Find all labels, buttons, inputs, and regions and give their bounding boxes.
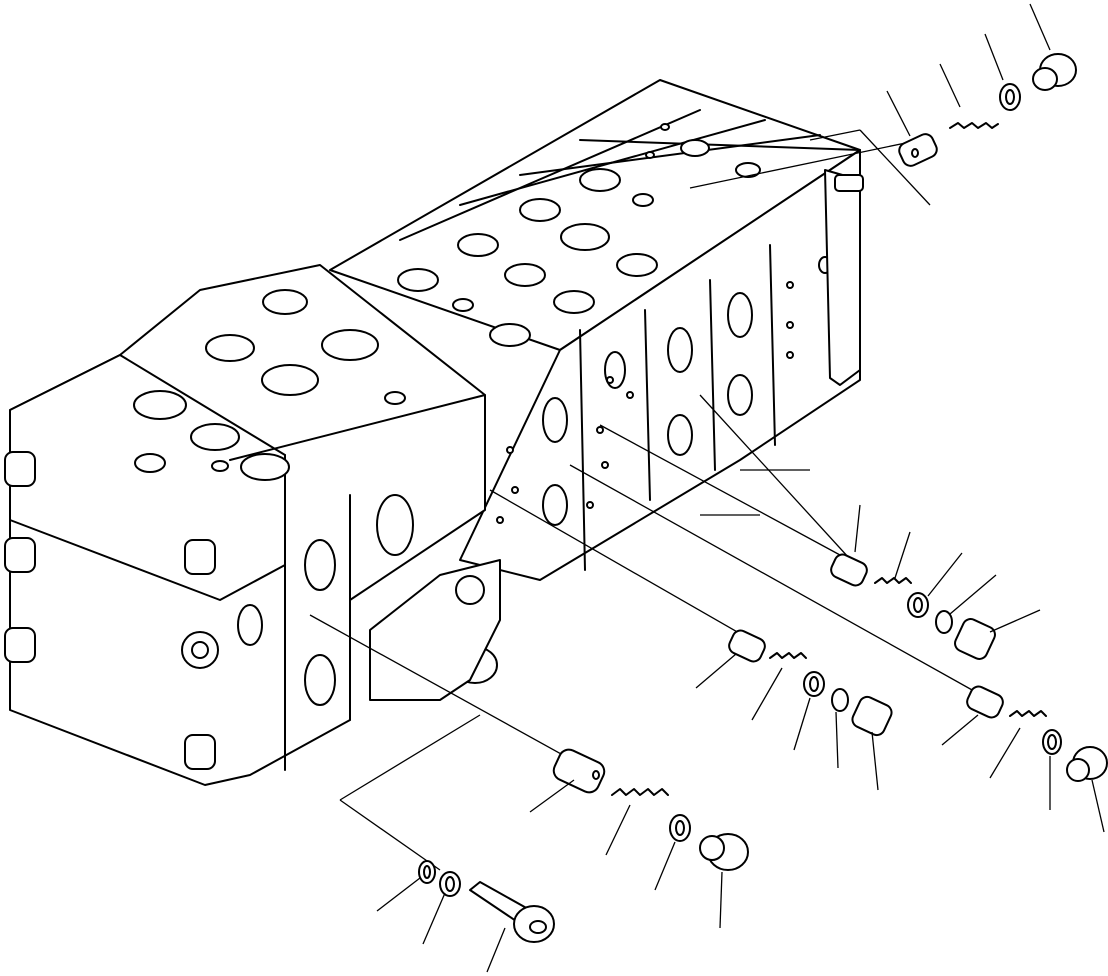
plug-part — [1066, 746, 1108, 782]
spring-part — [874, 577, 912, 584]
spool-piston-part — [552, 748, 606, 794]
spring-part — [611, 788, 669, 796]
leader-lines — [309, 129, 991, 871]
long-pin-part — [469, 881, 555, 943]
valve-inlet-block — [4, 264, 501, 786]
plug-part — [1032, 53, 1077, 91]
spring-part — [949, 122, 999, 129]
bottom-part-set — [529, 748, 749, 929]
spring-part — [769, 652, 807, 659]
middle-right-part-set — [830, 504, 1041, 660]
spool-piston-part — [898, 133, 938, 167]
plug-part — [851, 695, 893, 737]
lower-right-part-set — [941, 685, 1108, 833]
spool-piston-part — [830, 553, 868, 587]
spool-piston-part — [728, 629, 766, 663]
top-right-part-set — [886, 3, 1077, 167]
plug-part — [699, 833, 749, 871]
spool-piston-part — [966, 685, 1004, 719]
valve-sections-body — [329, 79, 864, 581]
center-part-set — [695, 629, 893, 791]
plug-part — [954, 618, 996, 660]
bottom-left-part-set — [376, 860, 555, 973]
spring-part — [1009, 710, 1047, 717]
